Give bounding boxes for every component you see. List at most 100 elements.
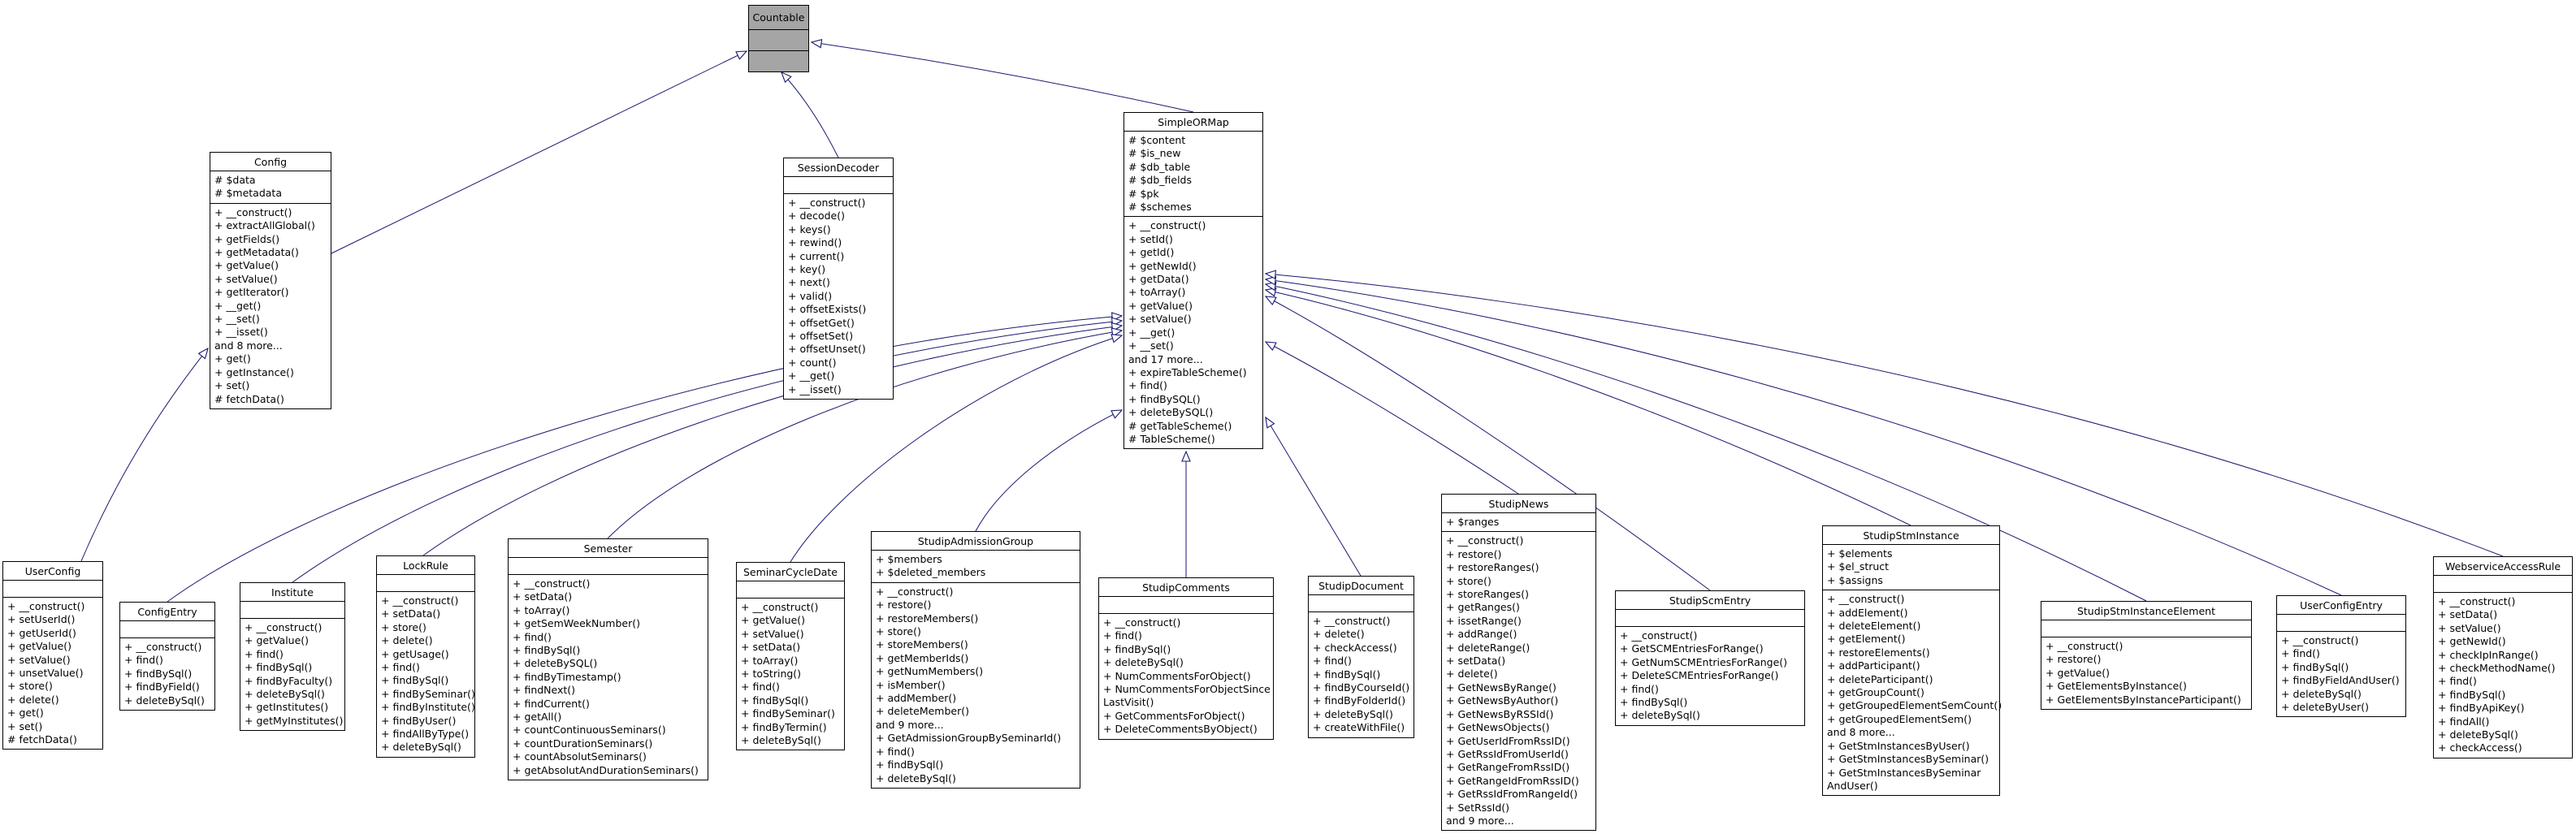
- class-title: Semester: [509, 539, 708, 558]
- class-method: + delete(): [1313, 628, 1365, 641]
- class-methods-section: + __construct()+ find()+ findBySql()+ fi…: [2277, 632, 2405, 716]
- class-box-StudipComments[interactable]: StudipComments+ __construct()+ find()+ f…: [1098, 577, 1274, 740]
- class-attributes-section: [1616, 610, 1804, 627]
- class-title: WebserviceAccessRule: [2434, 557, 2572, 576]
- class-method: + getNumMembers(): [876, 665, 984, 678]
- class-box-WebserviceAccessRule[interactable]: WebserviceAccessRule+ __construct()+ set…: [2433, 556, 2573, 758]
- class-method: + getIterator(): [214, 286, 289, 299]
- class-method: + getValue(): [214, 259, 279, 272]
- class-attribute: # $content: [1128, 134, 1186, 146]
- class-method: + find(): [1313, 655, 1352, 668]
- class-box-UserConfigEntry[interactable]: UserConfigEntry+ __construct()+ find()+ …: [2276, 595, 2406, 718]
- class-attributes-section: [2434, 576, 2572, 593]
- class-method: + setId(): [1128, 232, 1173, 245]
- class-method: + countContinuousSeminars(): [513, 724, 666, 737]
- class-box-SeminarCycleDate[interactable]: SeminarCycleDate+ __construct()+ getValu…: [736, 562, 845, 751]
- class-method: + GetStmInstancesBySeminar(): [1827, 753, 1989, 766]
- class-method: + GetCommentsForObject(): [1103, 709, 1245, 722]
- class-method: + find(): [381, 661, 420, 674]
- class-attributes-section: [240, 602, 344, 619]
- class-box-UserConfig[interactable]: UserConfig+ __construct()+ setUserId()+ …: [2, 561, 103, 750]
- class-method: + findBySql(): [513, 644, 581, 657]
- class-method: + GetRangeFromRssID(): [1446, 761, 1570, 774]
- class-method: + set(): [7, 719, 43, 732]
- class-method: + GetSCMEntriesForRange(): [1620, 642, 1764, 655]
- class-box-StudipAdmissionGroup[interactable]: StudipAdmissionGroup+ $members+ $deleted…: [871, 531, 1080, 789]
- class-box-ConfigEntry[interactable]: ConfigEntry+ __construct()+ find()+ find…: [119, 602, 215, 711]
- class-method: + GetStmInstancesBySeminar: [1827, 766, 1981, 779]
- class-method: + __construct(): [1827, 593, 1905, 606]
- class-box-StudipNews[interactable]: StudipNews+ $ranges+ __construct()+ rest…: [1441, 494, 1596, 832]
- class-attributes-section: [1099, 597, 1273, 614]
- class-method: + getValue(): [741, 614, 806, 627]
- class-method: # fetchData(): [7, 733, 77, 746]
- class-method: + countDurationSeminars(): [513, 737, 653, 750]
- class-methods-section: + __construct()+ decode()+ keys()+ rewin…: [784, 194, 893, 399]
- class-attributes-section: [749, 30, 808, 51]
- class-method: + getNewId(): [2438, 635, 2506, 648]
- class-box-Countable[interactable]: Countable: [748, 5, 809, 72]
- class-method: + setValue(): [214, 272, 278, 285]
- class-method: + getAbsolutAndDurationSeminars(): [513, 763, 699, 776]
- class-method: + deleteParticipant(): [1827, 672, 1933, 685]
- class-box-Config[interactable]: Config# $data# $metadata+ __construct()+…: [210, 152, 331, 409]
- class-method: + store(): [876, 625, 921, 638]
- class-title: SimpleORMap: [1124, 113, 1262, 132]
- class-title: StudipComments: [1099, 578, 1273, 597]
- class-method: + toArray(): [741, 654, 799, 667]
- class-method: + expireTableScheme(): [1128, 365, 1247, 378]
- class-attribute: # $db_fields: [1128, 174, 1193, 187]
- class-title: StudipAdmissionGroup: [872, 532, 1080, 551]
- class-method: + find(): [2281, 647, 2320, 660]
- class-method: + deleteBySql(): [1313, 707, 1393, 720]
- class-method: + restore(): [2046, 653, 2102, 666]
- class-method: + GetElementsByInstanceParticipant(): [2046, 693, 2241, 706]
- class-method: + checkAccess(): [1313, 641, 1397, 654]
- class-method: # getTableScheme(): [1128, 419, 1232, 432]
- class-box-Institute[interactable]: Institute+ __construct()+ getValue()+ fi…: [240, 582, 345, 732]
- class-box-SimpleORMap[interactable]: SimpleORMap# $content# $is_new# $db_tabl…: [1123, 112, 1263, 450]
- class-method: + deleteBySQL(): [1128, 406, 1214, 419]
- class-method: + getValue(): [7, 640, 72, 653]
- class-method: + next(): [788, 276, 830, 289]
- class-method: and 9 more...: [1446, 814, 1514, 827]
- class-title: ConfigEntry: [120, 603, 214, 621]
- class-attributes-section: [784, 177, 893, 194]
- class-attribute: # $data: [214, 174, 256, 186]
- class-method: + toString(): [741, 668, 802, 681]
- class-attributes-section: [120, 621, 214, 638]
- class-box-StudipDocument[interactable]: StudipDocument+ __construct()+ delete()+…: [1308, 576, 1414, 738]
- class-method: + store(): [1446, 574, 1491, 587]
- class-method: + __construct(): [741, 601, 819, 613]
- class-method: + key(): [788, 263, 826, 276]
- class-box-SessionDecoder[interactable]: SessionDecoder+ __construct()+ decode()+…: [783, 158, 894, 400]
- class-box-Semester[interactable]: Semester+ __construct()+ setData()+ toAr…: [508, 538, 708, 781]
- inheritance-edge-StudipAdmissionGroup-to-SimpleORMap: [975, 409, 1123, 532]
- inheritance-edge-StudipStmInstance-to-SimpleORMap: [1264, 287, 1911, 526]
- class-attributes-section: [737, 581, 844, 598]
- class-method: AndUser(): [1827, 779, 1878, 792]
- class-method: + findByCourseId(): [1313, 681, 1410, 694]
- class-method: + findBySql(): [2281, 660, 2349, 673]
- class-method: + findBySql(): [245, 661, 313, 674]
- class-method: + __construct(): [7, 600, 85, 612]
- class-method: + findByUser(): [381, 714, 457, 727]
- class-method: + deleteBySQL(): [513, 657, 598, 670]
- class-method: + current(): [788, 249, 845, 262]
- inheritance-edge-SeminarCycleDate-to-SimpleORMap: [790, 334, 1123, 563]
- class-method: + delete(): [1446, 668, 1498, 681]
- class-method: + restoreMembers(): [876, 611, 979, 624]
- class-method: + findAll(): [2438, 715, 2490, 728]
- class-method: + findBySQL(): [1128, 392, 1201, 405]
- class-methods-section: + __construct()+ delete()+ checkAccess()…: [1309, 612, 1414, 737]
- class-box-StudipScmEntry[interactable]: StudipScmEntry+ __construct()+ GetSCMEnt…: [1615, 590, 1805, 726]
- class-methods-section: + __construct()+ getValue()+ find()+ fin…: [240, 619, 344, 730]
- class-method: + __construct(): [1446, 534, 1524, 547]
- class-method: + findByFaculty(): [245, 674, 333, 687]
- class-method: + find(): [513, 630, 552, 643]
- class-title: Config: [210, 153, 331, 171]
- class-box-StudipStmInstance[interactable]: StudipStmInstance+ $elements+ $el_struct…: [1822, 525, 2002, 797]
- class-box-LockRule[interactable]: LockRule+ __construct()+ setData()+ stor…: [376, 555, 475, 758]
- class-box-StudipStmInstanceElement[interactable]: StudipStmInstanceElement+ __construct()+…: [2041, 601, 2252, 711]
- class-methods-section: + __construct()+ restore()+ restoreRange…: [1442, 532, 1595, 830]
